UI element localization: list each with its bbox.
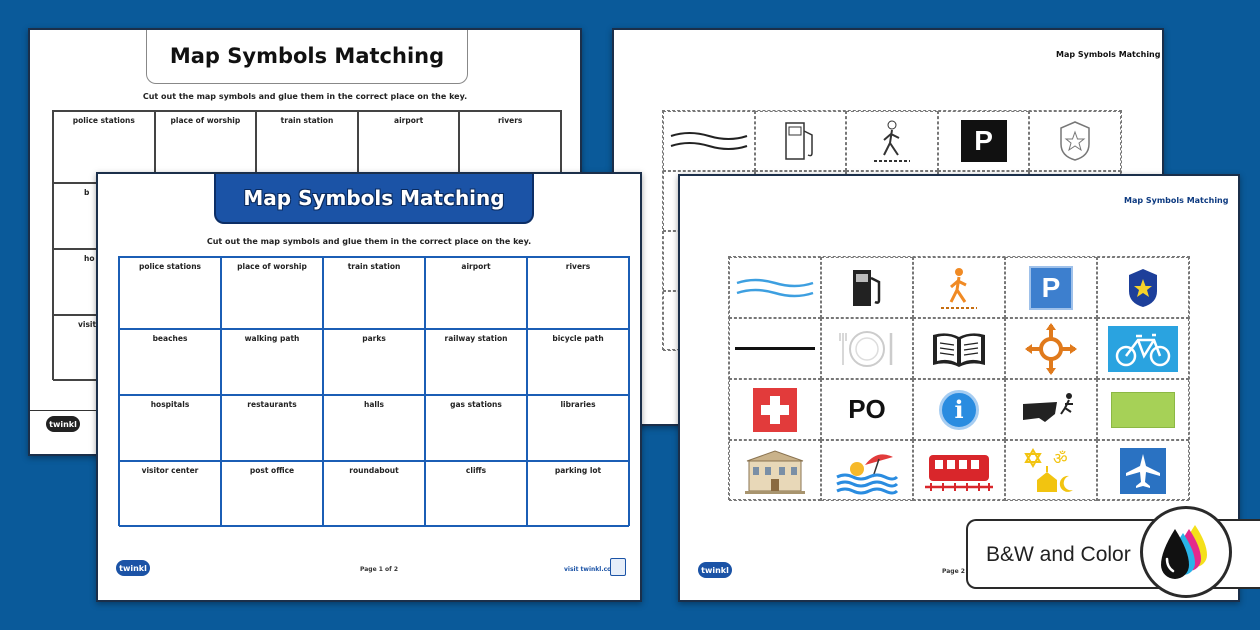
- key-cell: libraries: [527, 395, 629, 461]
- river-icon: [736, 278, 814, 297]
- river-symbol: [729, 257, 821, 318]
- hall-symbol: [729, 440, 821, 501]
- worksheet-instructions-color: Cut out the map symbols and glue them in…: [206, 237, 532, 246]
- footer-url: visit twinkl.com: [564, 566, 618, 573]
- worksheet-title-small-bw: Map Symbols Matching: [1056, 50, 1161, 59]
- gas-station-symbol-bw: [754, 111, 847, 171]
- library-symbol: [913, 318, 1005, 379]
- worksheet-title-color: Map Symbols Matching: [214, 174, 534, 224]
- police-symbol: [1097, 257, 1189, 318]
- key-cell: halls: [323, 395, 425, 461]
- airplane-icon: [1120, 447, 1166, 494]
- beach-symbol: [821, 440, 913, 501]
- fuel-pump-icon: [785, 122, 814, 160]
- key-cell: place of worship: [221, 257, 323, 329]
- parking-sign-icon: P: [1029, 265, 1073, 310]
- plate-cutlery-icon: [839, 330, 893, 367]
- police-badge-icon: [1060, 121, 1090, 161]
- town-hall-icon: [745, 449, 805, 494]
- key-cell: parking lot: [527, 461, 629, 527]
- key-cell: restaurants: [221, 395, 323, 461]
- key-cell: gas stations: [425, 395, 527, 461]
- beach-umbrella-icon: [836, 453, 899, 494]
- cliff-symbol: [1005, 379, 1097, 440]
- twinkl-logo: twinkl: [46, 416, 80, 432]
- park-symbol: [1097, 379, 1189, 440]
- post-office-label: PO: [848, 394, 886, 424]
- key-cell: railway station: [425, 329, 527, 395]
- page-number: Page 2 of: [942, 568, 974, 575]
- gas-station-symbol: [821, 257, 913, 318]
- symbol-grid-color: P: [728, 256, 1190, 501]
- post-office-symbol: PO: [821, 379, 913, 440]
- key-cell: beaches: [119, 329, 221, 395]
- worksheet-title-bw: Map Symbols Matching: [146, 30, 468, 84]
- walking-path-symbol: [913, 257, 1005, 318]
- bicycle-path-symbol: [1097, 318, 1189, 379]
- key-cell: roundabout: [323, 461, 425, 527]
- police-symbol-bw: [1029, 111, 1121, 171]
- parking-symbol-bw: P: [937, 111, 1030, 171]
- key-cell: bicycle path: [527, 329, 629, 395]
- roundabout-icon: [1025, 322, 1077, 375]
- fuel-pump-icon: [853, 269, 881, 306]
- train-station-symbol: [913, 440, 1005, 501]
- key-grid-color: police stations place of worship train s…: [118, 256, 630, 527]
- key-cell: visitor center: [119, 461, 221, 527]
- roundabout-symbol: [1005, 318, 1097, 379]
- ink-drops-graphic: [1161, 525, 1207, 579]
- worksheet-instructions-bw: Cut out the map symbols and glue them in…: [142, 92, 468, 101]
- cliff-fall-icon: [1023, 392, 1073, 422]
- place-of-worship-symbol: ॐ: [1005, 440, 1097, 501]
- hospital-symbol: [729, 379, 821, 440]
- information-symbol: i: [913, 379, 1005, 440]
- key-cell: post office: [221, 461, 323, 527]
- ink-drops-icon: [1140, 506, 1232, 598]
- walking-person-icon: [941, 267, 977, 309]
- restaurant-symbol: [821, 318, 913, 379]
- key-cell: hospitals: [119, 395, 221, 461]
- river-icon: [670, 132, 748, 150]
- religious-symbols-icon: ॐ: [1024, 447, 1073, 492]
- svg-text:ॐ: ॐ: [1053, 449, 1068, 468]
- key-cell: airport: [425, 257, 527, 329]
- walking-person-icon: [873, 120, 910, 162]
- twinkl-logo: twinkl: [698, 562, 732, 578]
- quality-badge-icon: [610, 558, 626, 576]
- key-cell: cliffs: [425, 461, 527, 527]
- railway-line-symbol: [729, 318, 821, 379]
- walking-path-symbol-bw: [846, 111, 938, 171]
- key-cell: rivers: [527, 257, 629, 329]
- train-icon: [925, 454, 993, 491]
- key-cell: train station: [323, 257, 425, 329]
- police-badge-icon: [1129, 268, 1157, 307]
- worksheet-color-page1: Map Symbols Matching Cut out the map sym…: [96, 172, 642, 602]
- parking-symbol: P: [1005, 257, 1097, 318]
- airport-symbol: [1097, 440, 1189, 501]
- open-book-icon: [933, 332, 985, 367]
- railway-line-icon: [735, 347, 815, 350]
- hospital-cross-icon: [753, 387, 797, 432]
- river-symbol-bw: [663, 111, 755, 171]
- parking-sign-icon: P: [960, 120, 1007, 162]
- info-icon: i: [939, 389, 979, 430]
- key-cell: walking path: [221, 329, 323, 395]
- page-number: Page 1 of 2: [360, 566, 398, 573]
- worksheet-title-small-color: Map Symbols Matching: [1124, 196, 1229, 205]
- twinkl-logo: twinkl: [116, 560, 150, 576]
- key-cell: parks: [323, 329, 425, 395]
- park-area-icon: [1111, 391, 1175, 428]
- key-cell: police stations: [119, 257, 221, 329]
- bicycle-icon: [1108, 325, 1178, 372]
- version-badge-label: B&W and Color: [986, 543, 1131, 566]
